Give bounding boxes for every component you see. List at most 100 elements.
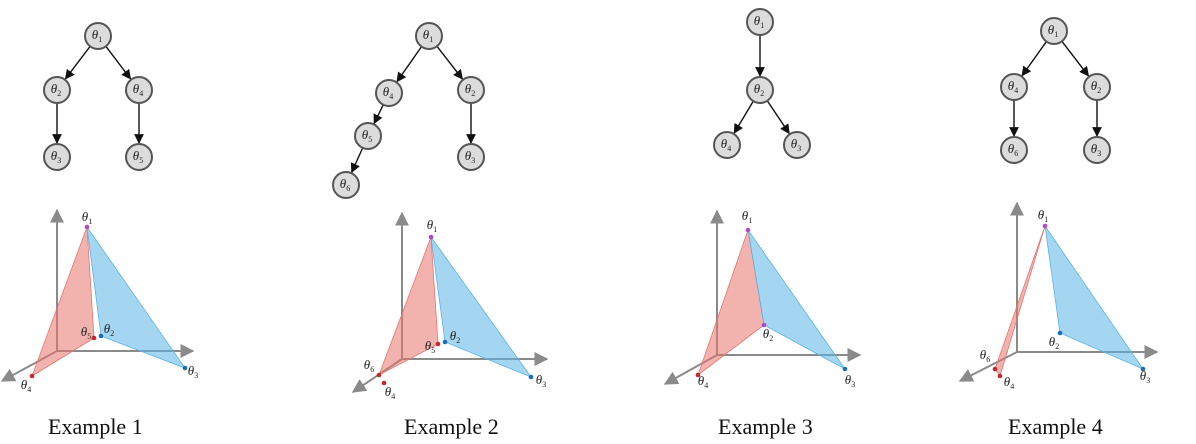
point-label-theta-3: θ3: [536, 372, 546, 389]
tree-node-circle: [125, 76, 153, 104]
tree-node-label: θ4: [1008, 78, 1018, 95]
tree-edge-1-4: [396, 46, 423, 83]
tree-node-circle: [375, 79, 403, 107]
y-axis: [958, 351, 1018, 382]
tree-node-label: θ5: [133, 148, 143, 165]
point-label-theta-6: θ6: [364, 357, 374, 374]
point-label-theta-5: θ5: [425, 338, 435, 355]
tree-node-label: θ4: [383, 84, 393, 101]
point-label-theta-3: θ3: [188, 363, 198, 380]
tree-node-label: θ2: [51, 81, 61, 98]
point-theta-2: [98, 333, 104, 339]
tree-edge-1-2: [1061, 40, 1090, 77]
tree-node-label: θ5: [362, 127, 372, 144]
tree-node-circle: [1000, 136, 1028, 164]
point-label-theta-6: θ6: [980, 347, 990, 364]
example-1-caption: Example 1: [48, 414, 143, 439]
tree-node-label: θ3: [51, 148, 61, 165]
tree-edge-2-3: [766, 100, 790, 135]
point-label-theta-1: θ1: [1038, 207, 1048, 224]
point-label-theta-2: θ2: [763, 326, 773, 343]
tree-node-theta-4: θ4: [713, 131, 741, 159]
tree-node-circle: [457, 143, 485, 171]
tree-node-label: θ2: [1091, 78, 1101, 95]
tree-node-label: θ1: [754, 13, 764, 30]
tree-node-label: θ2: [754, 81, 764, 98]
blue-facet: [747, 229, 846, 370]
point-theta-2: [442, 339, 448, 345]
tree-node-circle: [43, 143, 71, 171]
tree-node-theta-6: θ6: [1000, 136, 1028, 164]
point-label-theta-1: θ1: [742, 208, 752, 225]
blue-facet: [86, 226, 187, 369]
tree-edge-1-2: [64, 45, 91, 80]
point-label-theta-3: θ3: [845, 372, 855, 389]
tree-edge-5-6: [350, 147, 364, 174]
point-theta-5: [435, 341, 441, 347]
tree-node-theta-2: θ2: [1083, 73, 1111, 101]
tree-node-theta-2: θ2: [746, 76, 774, 104]
tree-example-3: θ1 θ2 θ4 θ3: [713, 8, 811, 159]
tree-node-circle: [1083, 136, 1111, 164]
tree-node-circle: [457, 76, 485, 104]
point-label-theta-4: θ4: [698, 373, 708, 390]
point-theta-3: [182, 365, 188, 371]
point-theta-6: [992, 366, 998, 372]
point-theta-4: [997, 373, 1003, 379]
tree-node-circle: [415, 22, 443, 50]
point-theta-1: [428, 234, 434, 240]
tree-node-theta-3: θ3: [783, 131, 811, 159]
tree-node-theta-1: θ1: [1040, 17, 1068, 45]
point-label-theta-3: θ3: [1140, 368, 1150, 385]
point-theta-5: [91, 335, 97, 341]
point-theta-4: [695, 372, 701, 378]
red-facet: [31, 226, 95, 377]
point-theta-1: [84, 224, 90, 230]
blue-facet: [430, 236, 533, 378]
example-4-caption: Example 4: [1008, 414, 1103, 439]
point-label-theta-4: θ4: [21, 377, 31, 394]
tree-node-circle: [43, 76, 71, 104]
tree-node-circle: [713, 131, 741, 159]
tree-node-theta-3: θ3: [43, 143, 71, 171]
tree-node-circle: [1000, 73, 1028, 101]
point-label-theta-2: θ2: [450, 328, 460, 345]
tree-node-circle: [125, 143, 153, 171]
blue-facet: [1044, 225, 1145, 370]
tree-node-theta-4: θ4: [1000, 73, 1028, 101]
tree-node-label: θ6: [1008, 141, 1018, 158]
point-theta-3: [1140, 366, 1146, 372]
simplex-plot-example-3: θ1 θ2 θ3 θ4: [663, 208, 862, 390]
point-theta-3: [842, 366, 848, 372]
tree-node-label: θ3: [791, 136, 801, 153]
tree-edge-2-4: [733, 100, 754, 134]
tree-node-circle: [354, 122, 382, 150]
point-label-theta-1: θ1: [427, 217, 437, 234]
point-theta-1: [1042, 223, 1048, 229]
tree-edge-1-4: [105, 45, 132, 80]
tree-node-theta-2: θ2: [457, 76, 485, 104]
tree-node-circle: [746, 8, 774, 36]
tree-node-circle: [783, 131, 811, 159]
red-facet: [378, 236, 439, 376]
point-label-theta-1: θ1: [82, 209, 92, 226]
tree-node-theta-1: θ1: [415, 22, 443, 50]
point-theta-3: [528, 374, 534, 380]
tree-node-label: θ1: [423, 27, 433, 44]
tree-node-label: θ4: [133, 81, 143, 98]
tree-edge-4-5: [373, 104, 384, 125]
red-facet: [994, 225, 1046, 377]
tree-node-theta-6: θ6: [332, 171, 360, 199]
tree-node-circle: [746, 76, 774, 104]
point-label-theta-2: θ2: [1049, 334, 1059, 351]
tree-node-circle: [332, 171, 360, 199]
point-theta-1: [745, 227, 751, 233]
tree-node-theta-2: θ2: [43, 76, 71, 104]
tree-edge-1-2: [436, 45, 464, 80]
